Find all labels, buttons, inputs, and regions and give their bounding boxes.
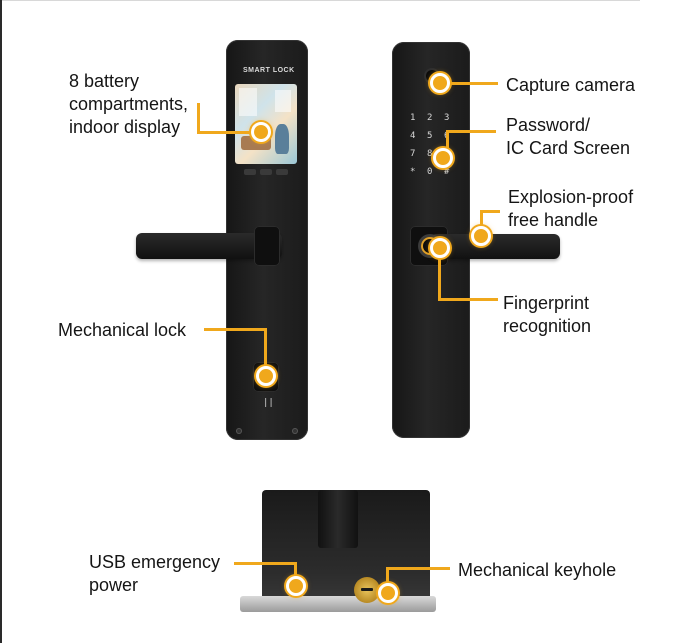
top-border bbox=[0, 0, 640, 1]
callout-line-keyhole bbox=[386, 567, 450, 570]
callout-line-camera bbox=[440, 82, 498, 85]
display-button-3[interactable] bbox=[276, 169, 288, 175]
indoor-display bbox=[235, 84, 297, 164]
callout-dot-mech-lock bbox=[256, 366, 276, 386]
label-explosion-1: Explosion-proof bbox=[508, 187, 634, 207]
label-password-2: IC Card Screen bbox=[506, 138, 631, 158]
bottom-base-plate bbox=[240, 596, 436, 612]
callout-dot-usb bbox=[286, 576, 306, 596]
callout-line-battery bbox=[197, 103, 200, 133]
callout-line-handle bbox=[480, 210, 483, 232]
label-password-1: Password/ bbox=[506, 115, 591, 135]
keypad-key[interactable]: 2 bbox=[427, 113, 433, 123]
callout-dot-password bbox=[433, 148, 453, 168]
callout-line-fingerprint bbox=[438, 252, 441, 300]
indoor-handle-base bbox=[254, 226, 280, 266]
screw-icon bbox=[292, 428, 298, 434]
callout-line-keyhole bbox=[386, 567, 389, 587]
keypad-key[interactable]: 4 bbox=[410, 131, 416, 141]
callout-line-fingerprint bbox=[438, 298, 498, 301]
display-window-shape-2 bbox=[275, 90, 291, 112]
panel-mark: || bbox=[263, 398, 274, 408]
left-border bbox=[0, 0, 2, 643]
screw-icon bbox=[236, 428, 242, 434]
callout-line-password bbox=[446, 130, 496, 133]
callout-dot-battery bbox=[251, 122, 271, 142]
label-usb-1: USB emergency bbox=[89, 552, 221, 572]
label-battery-1: 8 battery bbox=[69, 71, 140, 91]
bottom-handle-stem-front bbox=[318, 490, 358, 548]
callout-line-usb bbox=[294, 562, 297, 580]
display-button-2[interactable] bbox=[260, 169, 272, 175]
label-fingerprint-2: recognition bbox=[503, 316, 592, 336]
keypad-key[interactable]: 7 bbox=[410, 149, 416, 159]
label-battery-2: compartments, bbox=[69, 94, 189, 114]
label-mechanical-lock: Mechanical lock bbox=[58, 320, 187, 340]
callout-dot-keyhole bbox=[378, 583, 398, 603]
callout-line-handle bbox=[480, 210, 500, 213]
label-capture-camera: Capture camera bbox=[506, 75, 636, 95]
display-window-shape bbox=[239, 88, 257, 116]
callout-line-mech-lock bbox=[204, 328, 267, 331]
label-usb-2: power bbox=[89, 575, 139, 595]
display-button-1[interactable] bbox=[244, 169, 256, 175]
keypad-key[interactable]: 3 bbox=[444, 113, 450, 123]
callout-dot-fingerprint bbox=[430, 238, 450, 258]
display-person-shape bbox=[275, 124, 289, 154]
keypad-key[interactable]: # bbox=[444, 167, 450, 177]
keypad-key[interactable]: 0 bbox=[427, 167, 433, 177]
keypad-key[interactable]: 1 bbox=[410, 113, 416, 123]
callout-dot-camera bbox=[430, 73, 450, 93]
callout-line-password bbox=[446, 130, 449, 154]
keypad-key[interactable]: 5 bbox=[427, 131, 433, 141]
callout-dot-handle bbox=[471, 226, 491, 246]
label-explosion-2: free handle bbox=[508, 210, 599, 230]
label-fingerprint-1: Fingerprint bbox=[503, 293, 590, 313]
keyhole-slot bbox=[361, 588, 373, 591]
callout-line-battery bbox=[197, 131, 257, 134]
keypad-key[interactable]: * bbox=[410, 167, 416, 177]
outdoor-handle[interactable] bbox=[430, 234, 560, 259]
callout-line-usb bbox=[234, 562, 297, 565]
brand-label: SMART LOCK bbox=[243, 67, 295, 74]
label-battery-3: indoor display bbox=[69, 117, 181, 137]
keypad-key[interactable]: 8 bbox=[427, 149, 433, 159]
callout-line-mech-lock bbox=[264, 328, 267, 372]
label-mechanical-keyhole: Mechanical keyhole bbox=[458, 560, 617, 580]
